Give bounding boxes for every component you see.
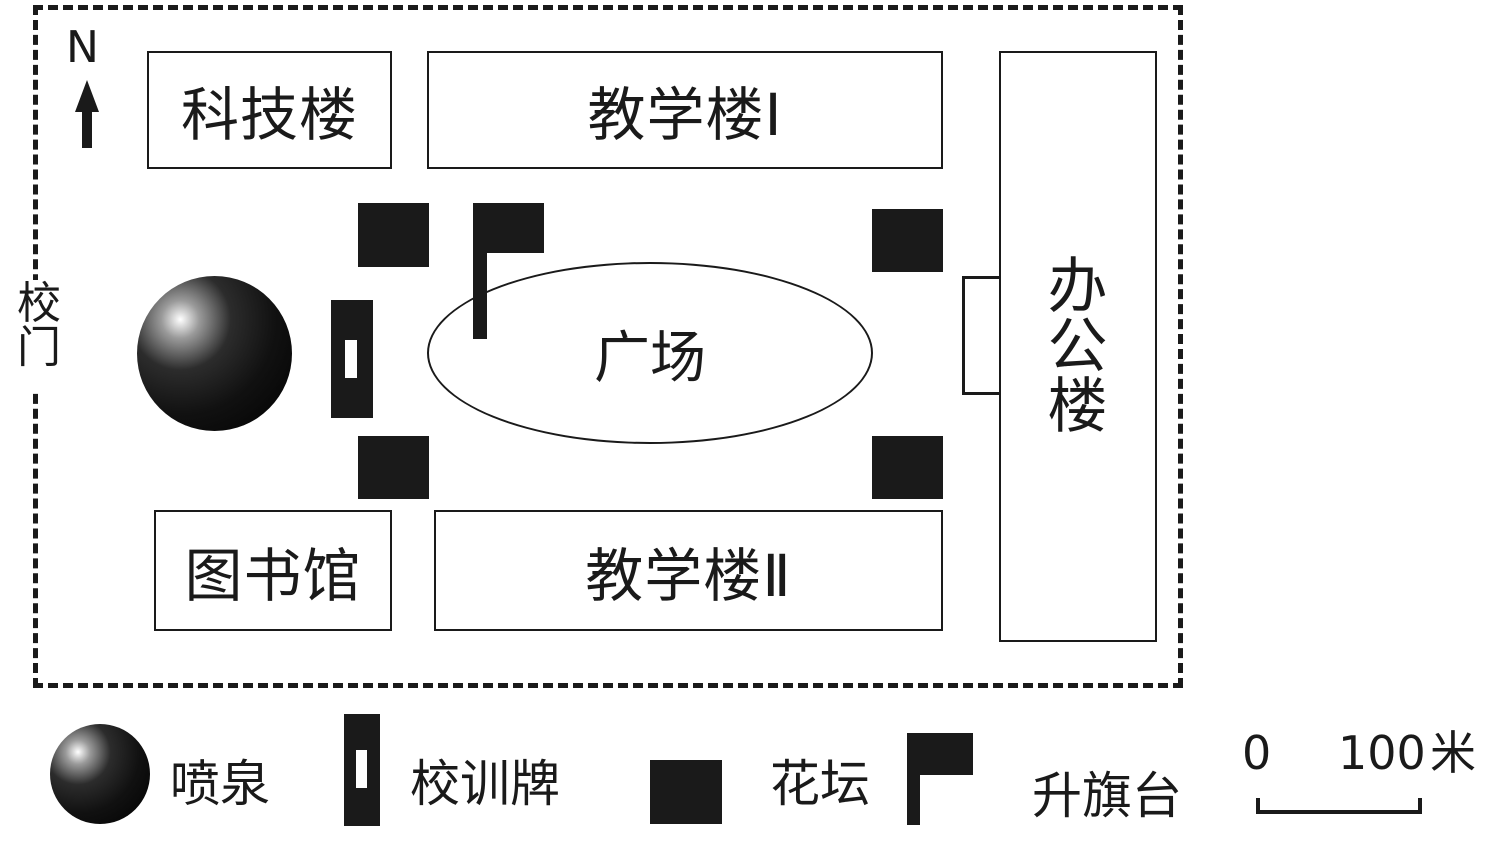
flower-bed-sw — [358, 436, 429, 499]
teaching-building-2[interactable]: 教学楼Ⅱ — [434, 510, 943, 631]
scale-unit-label: 米 — [1430, 726, 1476, 780]
legend-flower-bed-icon — [650, 760, 722, 824]
office-building-label-char-3: 楼 — [1047, 371, 1109, 442]
office-building-label-char-2: 公 — [1047, 311, 1109, 382]
legend-motto-board-icon — [344, 714, 380, 826]
flower-bed-ne — [872, 209, 943, 272]
legend-flower-bed-label: 花坛 — [770, 755, 870, 813]
tech-building-label: 科技楼 — [180, 81, 358, 149]
plaza-label: 广场 — [594, 325, 706, 391]
library-label: 图书馆 — [184, 541, 362, 610]
tech-building[interactable]: 科技楼 — [147, 51, 392, 169]
legend-flag-platform-icon — [907, 733, 973, 825]
fountain — [137, 276, 292, 431]
library[interactable]: 图书馆 — [154, 510, 392, 631]
gate-opening — [26, 280, 46, 392]
teaching-building-1[interactable]: 教学楼Ⅰ — [427, 51, 943, 169]
flag-platform-flag — [473, 203, 544, 253]
teaching-building-1-label: 教学楼Ⅰ — [587, 81, 783, 149]
gate-label-char-2: 门 — [17, 322, 61, 373]
north-label: N — [66, 22, 99, 73]
gate-label-char-1: 校 — [17, 278, 61, 329]
gate-label: 校 门 — [14, 282, 64, 370]
scale-start-label: 0 — [1242, 726, 1272, 780]
office-building[interactable]: 办 公 楼 — [999, 51, 1157, 642]
scale-bar — [1256, 798, 1422, 814]
north-arrow-icon — [75, 80, 99, 148]
scale-end-label: 100 — [1338, 726, 1426, 780]
flower-bed-nw — [358, 203, 429, 267]
teaching-building-2-label: 教学楼Ⅱ — [585, 541, 792, 610]
office-building-label-char-1: 办 — [1047, 251, 1109, 322]
motto-board — [331, 300, 373, 418]
legend-flag-platform-label: 升旗台 — [1032, 767, 1182, 825]
legend-fountain-label: 喷泉 — [170, 755, 270, 813]
office-entrance-porch — [962, 276, 1000, 395]
legend-motto-board-label: 校训牌 — [410, 755, 560, 813]
plaza[interactable]: 广场 — [427, 262, 873, 444]
legend-fountain-icon — [50, 724, 150, 824]
flower-bed-se — [872, 436, 943, 499]
